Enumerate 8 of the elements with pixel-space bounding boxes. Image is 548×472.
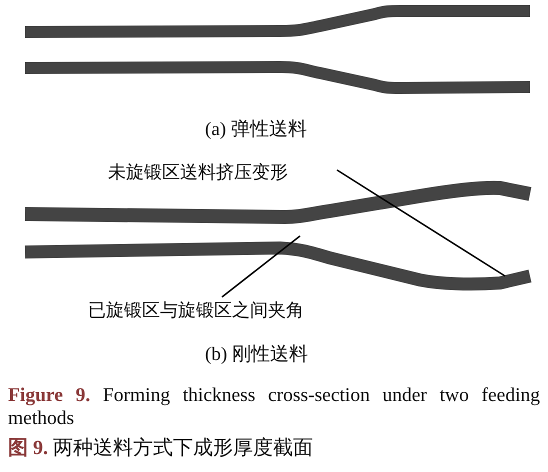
subfigure-caption: (b) 刚性送料 — [205, 343, 308, 367]
figure-caption: Figure 9. Forming thickness cross-section under two feeding methods — [8, 384, 540, 430]
subfigure-caption: (a) 弹性送料 — [205, 118, 307, 142]
figure-caption: 图 9. 两种送料方式下成形厚度截面 — [8, 436, 313, 461]
leader-line — [336, 169, 506, 277]
leader-line — [222, 235, 300, 298]
callout-text: 未旋锻区送料挤压变形 — [108, 160, 288, 184]
callout-text: 已旋锻区与旋锻区之间夹角 — [88, 298, 304, 322]
